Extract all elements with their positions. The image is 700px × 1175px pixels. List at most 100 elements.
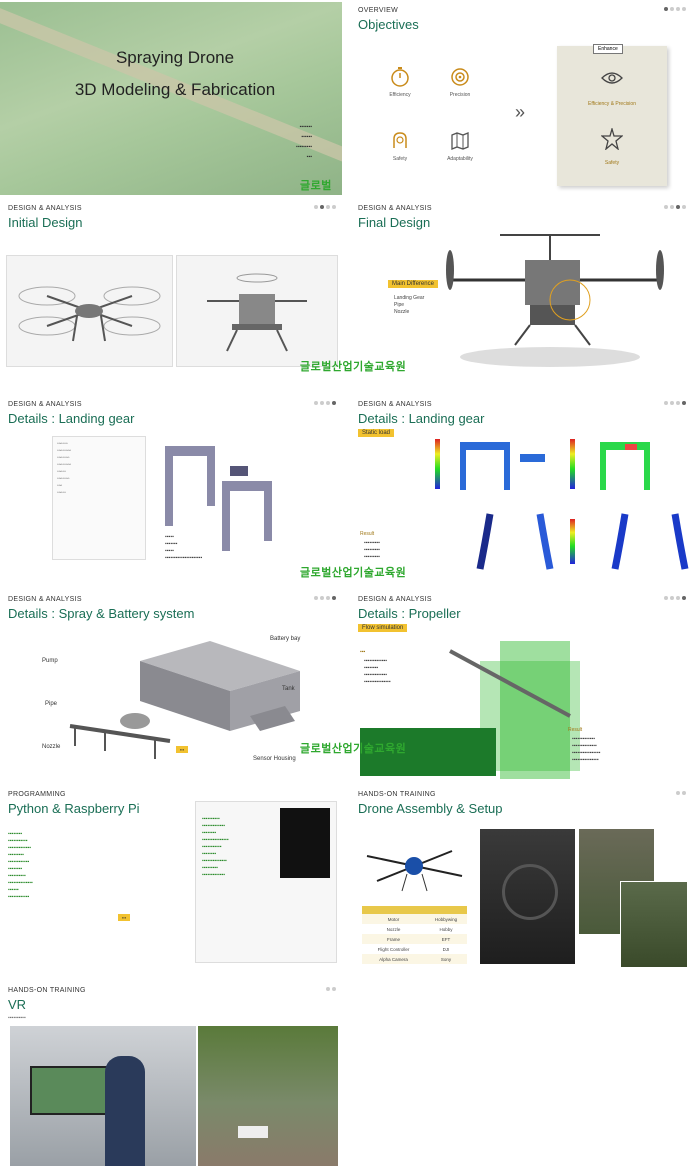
vr-training-photo xyxy=(10,1026,196,1166)
slide-title: Python & Raspberry Pi xyxy=(8,801,140,816)
spec-key: Nozzle xyxy=(386,926,401,932)
static-load-tag: Static load xyxy=(358,429,395,437)
objective-label: Safety xyxy=(392,156,408,162)
chevron-right-icon: » xyxy=(515,102,526,122)
label-battery: Battery bay xyxy=(270,636,301,642)
label-nozzle: Nozzle xyxy=(42,744,61,750)
result-label: Result xyxy=(360,531,375,537)
section-label: DESIGN & ANALYSIS xyxy=(358,596,432,603)
spec-key: Frame xyxy=(386,936,400,942)
assembly-slide[interactable]: HANDS-ON TRAINING Drone Assembly & Setup… xyxy=(350,786,692,974)
result-label: Result xyxy=(568,727,583,733)
cover-slide[interactable]: Spraying Drone 3D Modeling & Fabrication… xyxy=(0,2,342,195)
spec-row: Nozzle Hobby xyxy=(362,924,467,934)
objective-safety: Safety xyxy=(380,130,420,162)
spec-row: Frame EFT xyxy=(362,934,467,944)
initial-design-slide[interactable]: DESIGN & ANALYSIS Initial Design xyxy=(0,200,342,388)
flow-notes: ▪▪▪▪▪▪▪▪▪▪▪▪▪▪▪▪▪▪▪▪▪▪▪▪▪▪▪▪▪▪▪▪▪▪▪▪▪▪▪▪… xyxy=(364,658,391,685)
note-tag: ▪▪▪ xyxy=(176,746,189,753)
vr-slide[interactable]: HANDS-ON TRAINING VR ▪▪▪▪▪▪▪▪▪▪ xyxy=(0,982,342,1170)
code-left: ▪▪▪▪▪▪▪▪▪▪▪▪▪▪▪▪▪▪▪▪▪▪▪▪▪▪▪▪▪▪▪▪▪▪▪▪▪▪▪▪… xyxy=(8,831,33,900)
final-design-slide[interactable]: DESIGN & ANALYSIS Final Design Main Diff… xyxy=(350,200,692,388)
slide-dots xyxy=(664,7,686,11)
final-drone-render xyxy=(446,234,664,367)
spec-value: EFT xyxy=(441,936,451,942)
simulator-screen xyxy=(30,1066,109,1115)
objective-label: Adaptability xyxy=(447,156,473,162)
assembly-photo-1 xyxy=(480,829,575,964)
section-label: HANDS-ON TRAINING xyxy=(8,987,86,994)
note-tag: ▪▪▪ xyxy=(118,914,131,921)
result-notes: ▪▪▪▪▪▪▪▪▪▪▪▪▪▪▪▪▪▪▪▪▪▪▪▪▪▪▪▪▪▪▪▪▪▪▪▪▪▪▪▪… xyxy=(572,736,601,763)
landing-gear-slide[interactable]: DESIGN & ANALYSIS Details : Landing gear… xyxy=(0,396,342,584)
slide-title: Details : Landing gear xyxy=(8,411,135,426)
slide-title: Details : Landing gear xyxy=(358,411,485,426)
quadcopter-icon xyxy=(18,286,161,342)
stopwatch-icon xyxy=(391,67,409,87)
objective-precision: Precision xyxy=(440,66,480,98)
slide-dots xyxy=(664,596,686,600)
python-slide[interactable]: PROGRAMMING Python & Raspberry Pi ▪▪▪▪▪▪… xyxy=(0,786,342,974)
main-difference-tag: Main Difference xyxy=(388,280,438,288)
slide-dots xyxy=(314,205,336,209)
cover-title-line1: Spraying Drone xyxy=(115,48,235,67)
objective-label: Precision xyxy=(449,92,471,98)
flow-section-plot xyxy=(360,728,496,776)
spec-value: DJI xyxy=(442,946,450,952)
label-sensor-housing: Sensor Housing xyxy=(253,756,296,762)
feature-tree: ▫▫▫▫▫▫▫▫▫▫▫▫▫▫▫▫▫▫▫▫▫▫▫▫▫▫▫▫▫▫▫▫▫▫▫▫▫▫▫▫… xyxy=(57,441,72,496)
watermark: 글로벌산업기술교육원 xyxy=(300,180,332,192)
map-icon xyxy=(451,132,469,150)
watermark: 글로벌산업기술교육원 xyxy=(300,567,407,579)
code-editor-text: ▪▪▪▪▪▪▪▪▪▪▪▪▪▪▪▪▪▪▪▪▪▪▪▪▪▪▪▪▪▪▪▪▪▪▪▪▪▪▪▪… xyxy=(202,816,229,878)
section-label: DESIGN & ANALYSIS xyxy=(8,401,82,408)
landing-gear-model xyxy=(165,446,272,551)
cover-title: Spraying Drone 3D Modeling & Fabrication xyxy=(60,42,290,106)
flow-simulation-plot xyxy=(449,641,580,779)
card-item-safety: Safety xyxy=(604,160,620,166)
star-badge-icon xyxy=(601,128,623,150)
gear-notes: ▪▪▪▪▪▪▪▪▪▪▪▪▪▪▪▪▪▪▪▪▪▪▪▪▪▪▪▪▪▪▪▪▪▪▪▪▪▪ xyxy=(165,534,203,561)
objectives-slide[interactable]: OVERVIEW Objectives Efficiency Precision… xyxy=(350,2,692,195)
info-label: ▪▪▪ xyxy=(360,649,366,655)
label-pipe: Pipe xyxy=(45,701,58,707)
target-icon xyxy=(451,68,469,86)
spec-key: Motor xyxy=(387,916,400,922)
spec-value: Hobby xyxy=(439,926,453,932)
slide-dots xyxy=(314,596,336,600)
enhance-card: Enhance Efficiency & Precision Safety xyxy=(557,44,667,186)
feature-tree-panel: ▫▫▫▫▫▫▫▫▫▫▫▫▫▫▫▫▫▫▫▫▫▫▫▫▫▫▫▫▫▫▫▫▫▫▫▫▫▫▫▫… xyxy=(52,436,146,560)
watermark: 글로벌산업기술교육원 xyxy=(300,361,407,373)
section-label: DESIGN & ANALYSIS xyxy=(8,596,82,603)
slide-title: Details : Propeller xyxy=(358,606,461,621)
slide-title: Drone Assembly & Setup xyxy=(358,801,503,816)
hexacopter-photo xyxy=(366,850,463,892)
slide-dots xyxy=(314,401,336,405)
slide-subtitle: ▪▪▪▪▪▪▪▪▪▪ xyxy=(8,1015,26,1021)
propeller-slide[interactable]: DESIGN & ANALYSIS Details : Propeller Fl… xyxy=(350,591,692,779)
landing-gear-static-slide[interactable]: DESIGN & ANALYSIS Details : Landing gear… xyxy=(350,396,692,584)
head-shield-icon xyxy=(393,132,407,148)
section-label: DESIGN & ANALYSIS xyxy=(8,205,82,212)
spray-battery-slide[interactable]: DESIGN & ANALYSIS Details : Spray & Batt… xyxy=(0,591,342,779)
spec-key: Alpha Camera xyxy=(379,956,408,962)
vr-environment-screenshot xyxy=(198,1026,338,1166)
card-item-efficiency: Efficiency & Precision xyxy=(588,101,636,107)
section-label: DESIGN & ANALYSIS xyxy=(358,401,432,408)
slide-dots xyxy=(664,205,686,209)
initial-drone-render xyxy=(6,255,173,367)
difference-item: Nozzle xyxy=(394,309,410,315)
section-label: HANDS-ON TRAINING xyxy=(358,791,436,798)
label-pump: Pump xyxy=(42,658,58,664)
slide-title: Objectives xyxy=(358,17,419,32)
code-editor-screenshot: ▪▪▪▪▪▪▪▪▪▪▪▪▪▪▪▪▪▪▪▪▪▪▪▪▪▪▪▪▪▪▪▪▪▪▪▪▪▪▪▪… xyxy=(195,801,337,963)
slide-title: Final Design xyxy=(358,215,431,230)
section-label: DESIGN & ANALYSIS xyxy=(358,205,432,212)
slide-title: Initial Design xyxy=(8,215,83,230)
watermark: 글로벌산업기술교육원 xyxy=(300,743,407,755)
difference-list: Landing Gear Pipe Nozzle xyxy=(394,295,424,316)
result-notes: ▪▪▪▪▪▪▪▪▪▪▪▪▪▪▪▪▪▪▪▪▪▪▪▪▪▪▪ xyxy=(364,540,380,560)
objective-label: Efficiency xyxy=(389,92,411,98)
